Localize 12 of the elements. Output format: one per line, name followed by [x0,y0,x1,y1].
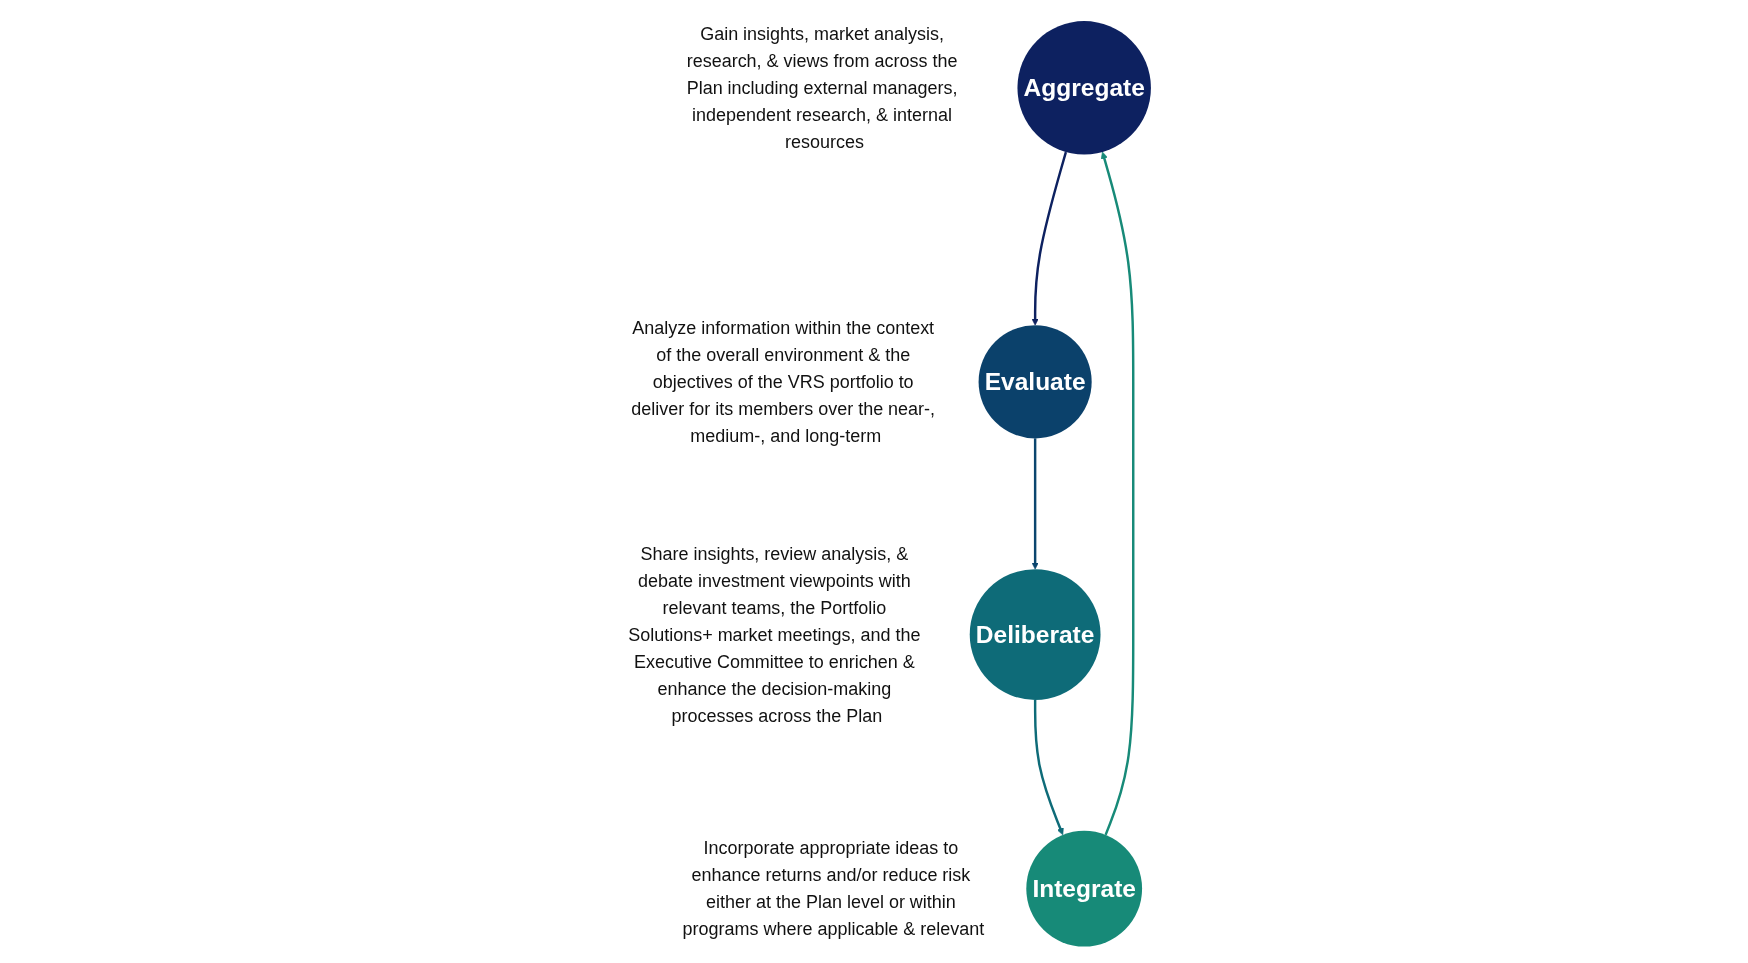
node-label: Analyze information within the context of the overall environment & the objectives of the VRS portfolio to deliver for its members over the near-, medium-, and long-term [631,317,936,446]
node-label: Incorporate appropriate ideas to enhance returns and/or reduce risk either at the Plan level or within programs where applicable & relevant [682,837,985,940]
node-label: Gain insights, market analysis, research, & views from across the Plan including external managers, independent research, & internal resources [686,23,958,153]
node-circle: Evaluate [978,325,1092,439]
node-circle: Deliberate [969,569,1101,700]
node-circle: Integrate [1026,830,1143,947]
node-circle: Aggregate [1017,21,1151,155]
arrow [1031,151,1068,326]
arrow [1033,699,1064,836]
node-label: Share insights, review analysis, & debate investment viewpoints with relevant teams, the Portfolio Solutions+ market meetings, and the Executive Committee to enrichen & enhance the decision-making processes across the Plan [628,543,921,726]
arrow [1031,438,1039,570]
arrow [1100,151,1135,836]
